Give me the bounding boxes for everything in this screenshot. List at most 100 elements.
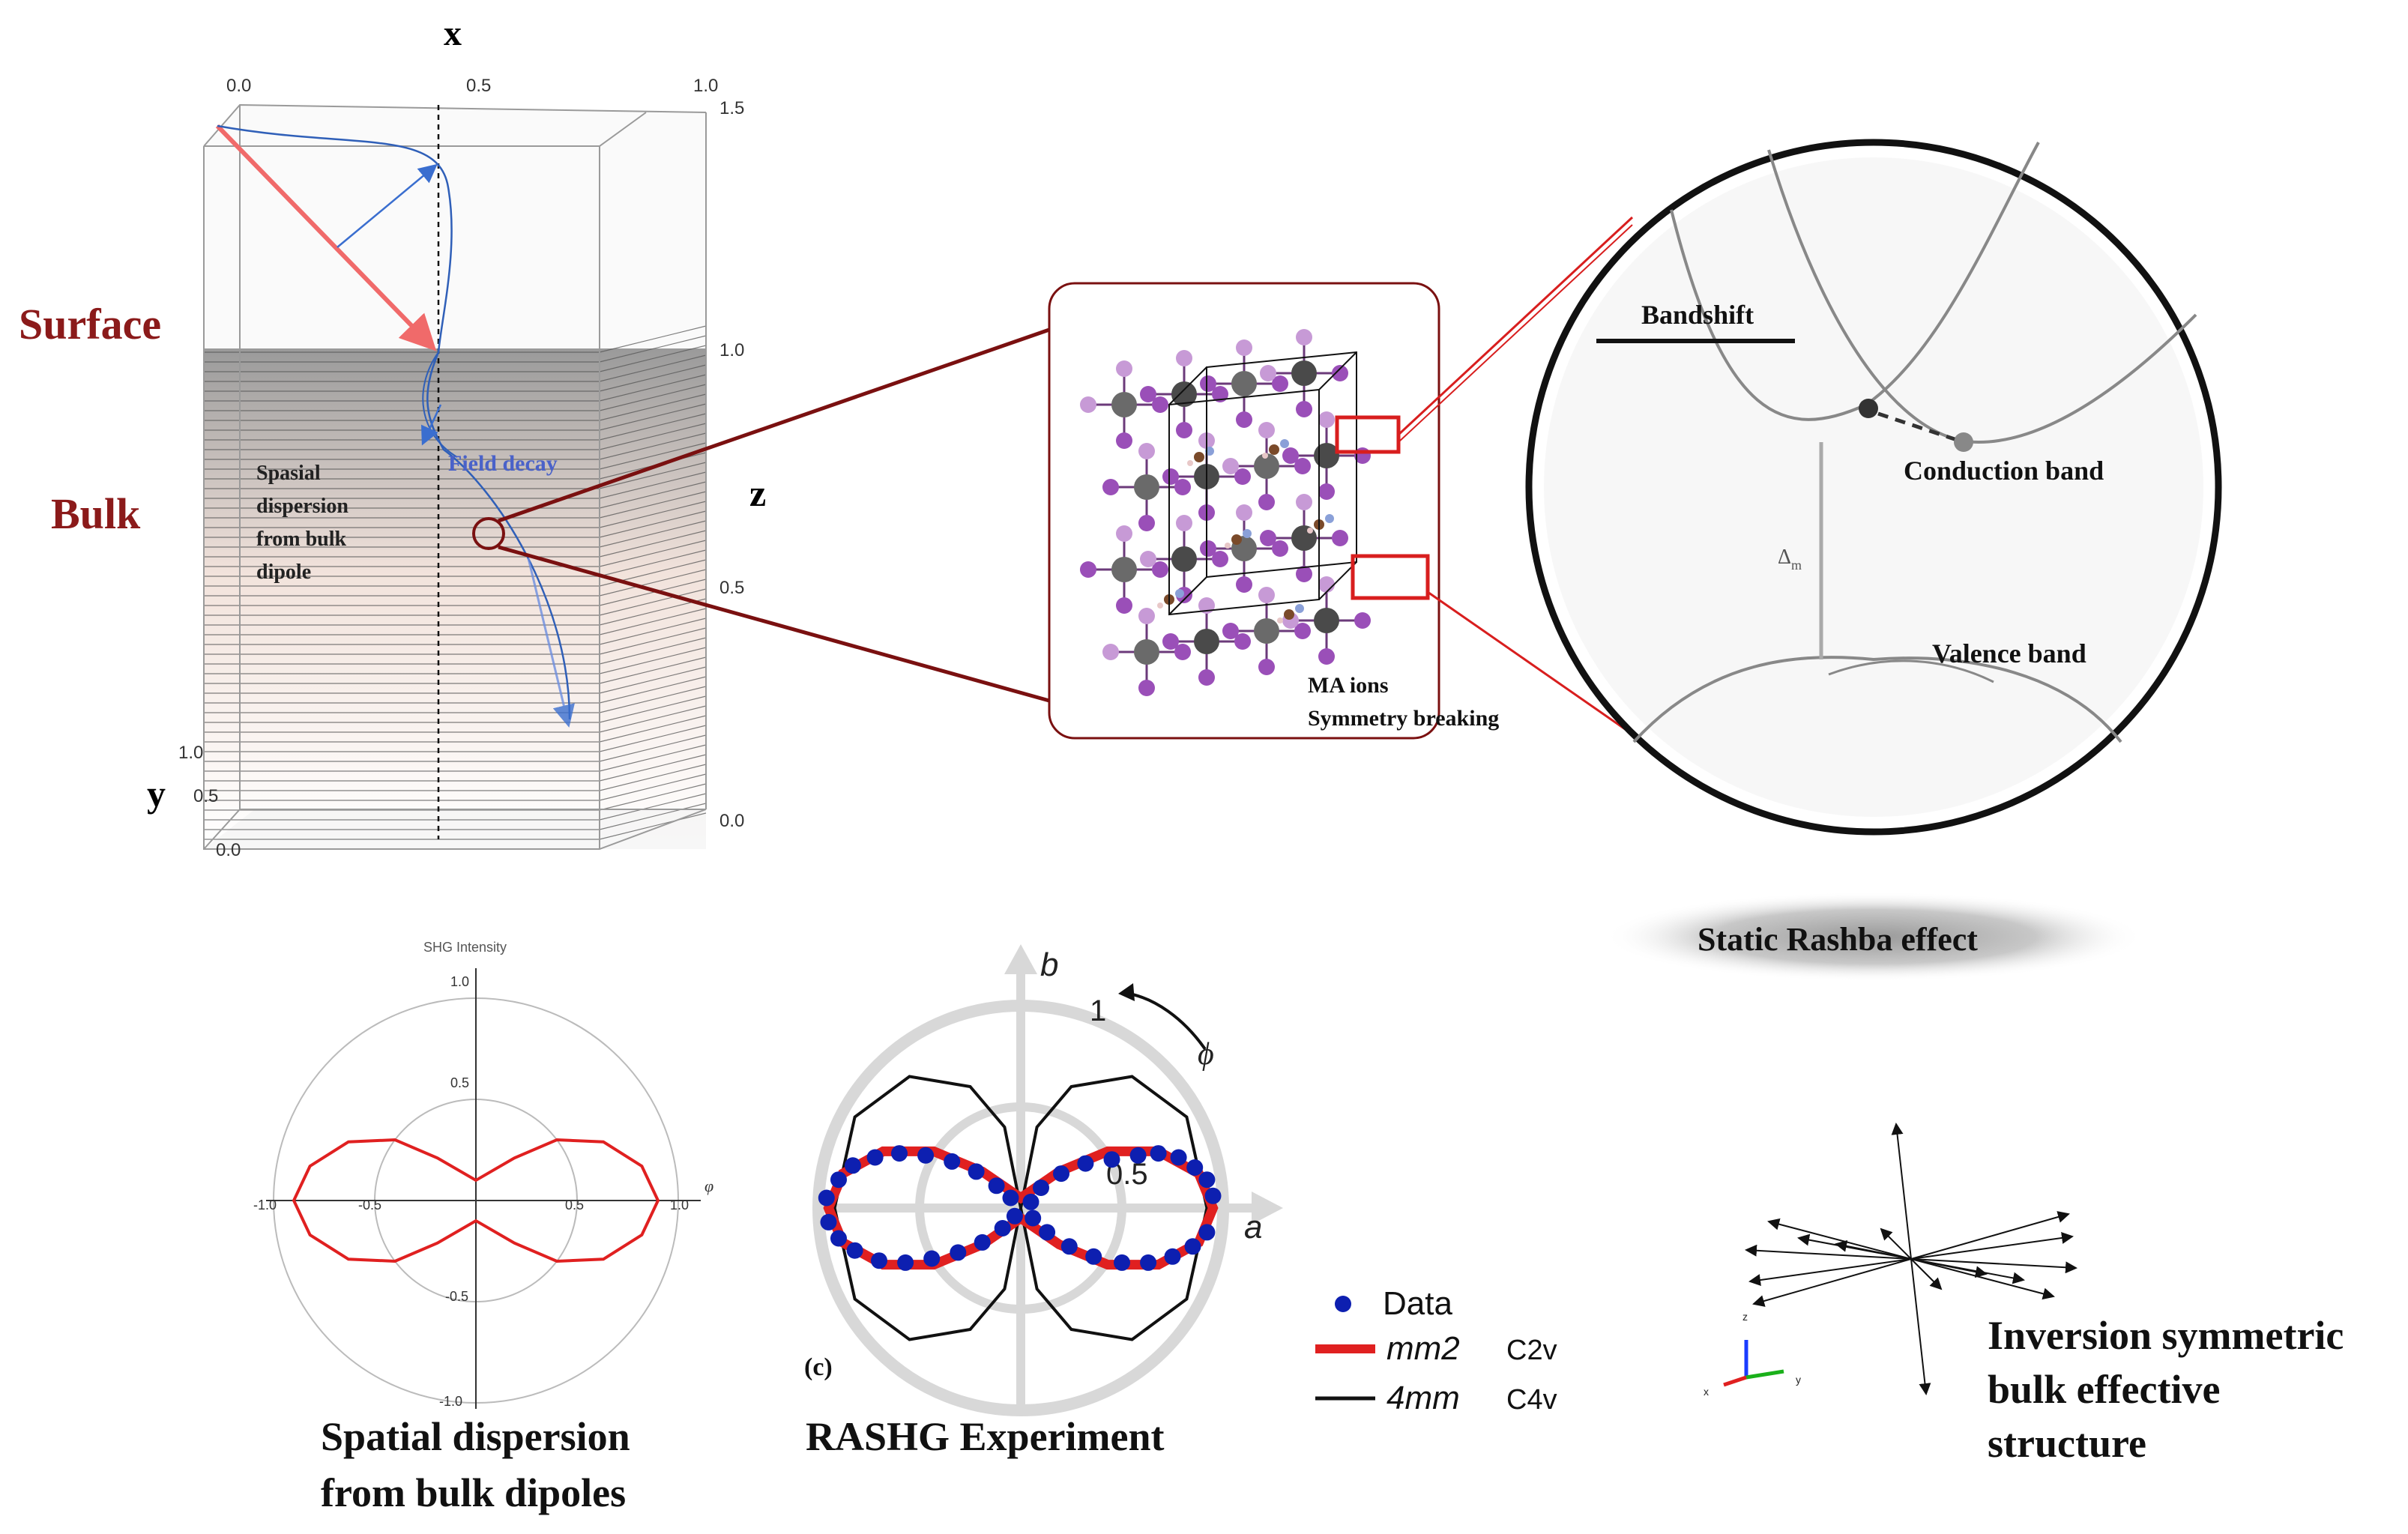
iodide-atom	[1258, 587, 1275, 603]
field-decay-label: Field decay	[448, 451, 558, 476]
iodide-atom	[1176, 515, 1192, 531]
data-point	[1164, 1248, 1181, 1265]
bulk-layer-line-side	[599, 617, 707, 645]
bulk-layer-line-side	[599, 734, 707, 762]
data-point	[1103, 1151, 1120, 1168]
conduction-band-label: Conduction band	[1904, 456, 2104, 486]
mini-axis-y-label: y	[1796, 1374, 1801, 1386]
iodide-atom	[1296, 494, 1312, 510]
iodide-atom	[1138, 608, 1155, 624]
dispersion-note-3: from bulk	[256, 528, 346, 551]
z-tick-05: 0.5	[719, 578, 744, 598]
bulk-label: Bulk	[51, 489, 141, 538]
iodide-atom	[1354, 612, 1371, 629]
mini-axis-x	[1723, 1375, 1747, 1387]
polar1-title: SHG Intensity	[423, 940, 507, 955]
y-tick-10: 1.0	[178, 743, 203, 763]
data-point	[830, 1171, 847, 1189]
polar1-series-line	[292, 1138, 660, 1263]
valence-band-top	[1632, 656, 2122, 743]
unit-cell-edge	[1168, 576, 1207, 615]
effective-dipole-star	[1745, 1123, 2077, 1395]
data-point	[950, 1244, 967, 1261]
bulk-layer-line-side	[599, 773, 707, 801]
field-vector-upper	[337, 163, 438, 248]
bulk-layer-line-side	[599, 715, 707, 743]
iodide-atom	[1236, 576, 1252, 593]
lead-atom	[1111, 557, 1137, 582]
polar2-caption: RASHG Experiment	[806, 1414, 1165, 1459]
crystal-note-2: Symmetry breaking	[1308, 706, 1499, 731]
data-point	[968, 1163, 985, 1180]
data-point	[1140, 1254, 1157, 1271]
band-crossing-dot	[1859, 399, 1878, 418]
polar1-xtick-m1: -1.0	[253, 1198, 277, 1213]
iodide-atom	[1258, 659, 1275, 675]
iodide-atom	[1272, 540, 1288, 557]
data-point	[1198, 1224, 1216, 1241]
iodide-atom	[1260, 530, 1276, 546]
polar1-caption-1: Spatial dispersion	[321, 1414, 630, 1459]
iodide-atom	[1176, 350, 1192, 366]
bulk-layer-line-side	[599, 764, 707, 791]
bulk-layer-line-side	[599, 432, 707, 460]
lead-atom	[1134, 474, 1159, 500]
iodide-atom	[1318, 648, 1335, 665]
polar2-r1-label: 1	[1090, 994, 1106, 1027]
data-point	[1053, 1165, 1069, 1183]
ma-ion-hydrogen	[1157, 603, 1163, 609]
iodide-atom	[1258, 494, 1275, 510]
bulk-layer-line-side	[599, 530, 707, 558]
lead-atom	[1171, 546, 1197, 572]
rashba-shadow	[1604, 892, 2143, 982]
inversion-caption-3: structure	[1988, 1421, 2146, 1466]
lead-atom	[1291, 360, 1317, 386]
dipole-arrow	[1767, 1218, 1912, 1260]
crystal-panel: MA ions Symmetry breaking	[1048, 216, 1650, 747]
iodide-atom	[1116, 360, 1132, 377]
iodide-atom	[1200, 375, 1216, 392]
iodide-atom	[1140, 551, 1156, 567]
bulk-layer-line-side	[599, 520, 707, 548]
polar1-xtick-m05: -0.5	[358, 1198, 381, 1213]
ma-ion-carbon	[1194, 452, 1204, 462]
bulk-layer-line-side	[599, 501, 707, 528]
iodide-atom	[1236, 411, 1252, 428]
polar1-phi-label: φ	[704, 1177, 713, 1195]
band-min-dot	[1954, 432, 1973, 452]
iodide-atom	[1212, 551, 1228, 567]
zoom-marker-circle	[472, 517, 505, 550]
iodide-atom	[1138, 680, 1155, 696]
data-point	[1184, 1238, 1201, 1255]
ma-ion-hydrogen	[1262, 453, 1268, 459]
bulk-layer-line-side	[599, 812, 707, 840]
bulk-layer-line-side	[599, 393, 707, 421]
y-tick-00: 0.0	[216, 840, 241, 860]
lead-atom	[1314, 608, 1339, 633]
data-point	[1186, 1159, 1204, 1176]
iodide-atom	[1176, 422, 1192, 438]
polar2-a-arrowhead	[1252, 1192, 1283, 1225]
ma-ion-hydrogen	[1187, 460, 1193, 466]
bulk-layer-line-side	[599, 627, 707, 655]
polar1-rtick-1: 1.0	[450, 974, 469, 989]
bandshift-dashed	[1877, 411, 1955, 441]
lead-atom	[1111, 392, 1137, 417]
data-point	[1198, 1171, 1216, 1189]
bulk-layer-line-side	[599, 598, 707, 626]
data-point	[820, 1213, 837, 1230]
bulk-layer-line-side	[599, 354, 707, 382]
polar2-phi-label: ϕ	[1198, 1037, 1214, 1072]
bulk-layer-line-side	[599, 471, 707, 499]
bulk-layer-line-side	[599, 793, 707, 821]
bulk-layer-line-side	[599, 754, 707, 782]
box3d-panel: x 0.0 0.5 1.0 1.5 1.0 z 0.5 0.0 1.0 y 0.…	[19, 13, 1050, 860]
rashba-caption: Static Rashba effect	[1698, 921, 1978, 958]
incident-beam-arrow	[215, 124, 437, 351]
iodide-atom	[1282, 447, 1299, 464]
lead-atom	[1314, 443, 1339, 468]
dipole-arrow	[1752, 1258, 1912, 1307]
iodide-atom	[1116, 432, 1132, 449]
iodide-atom	[1116, 597, 1132, 614]
polar2-panel: b a 1 0.5 ϕ (c) RASHG Experiment Data mm…	[804, 944, 1557, 1459]
